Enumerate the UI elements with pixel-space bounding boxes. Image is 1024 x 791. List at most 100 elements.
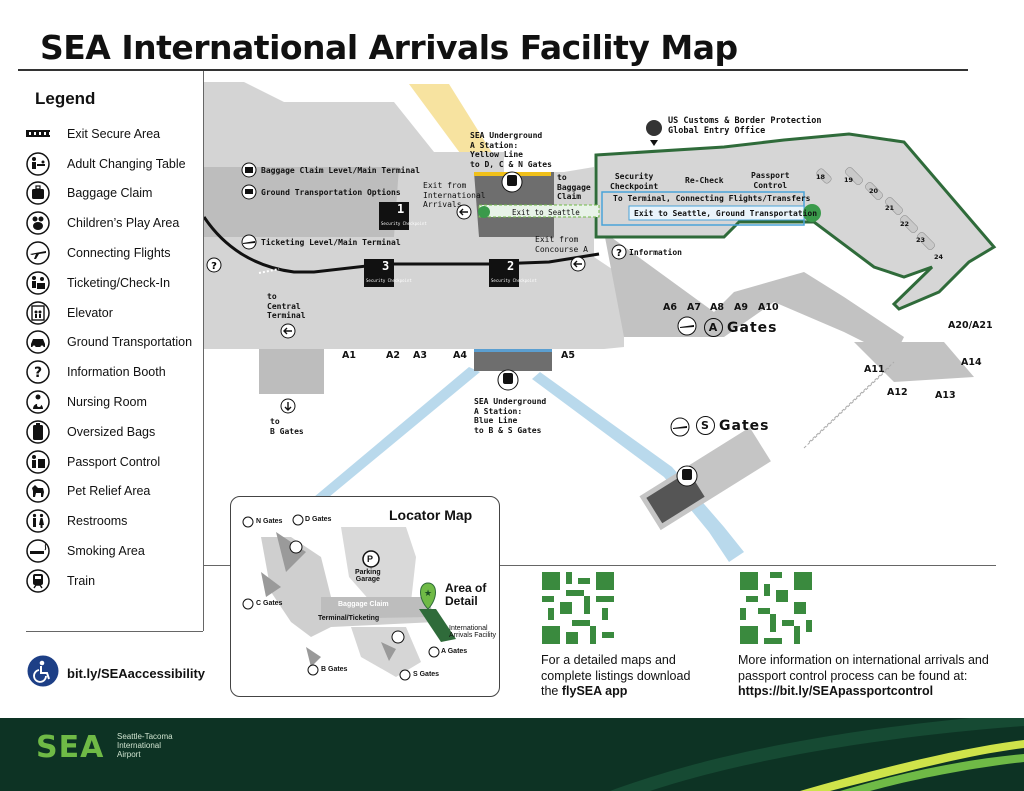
legend-label: Connecting Flights	[67, 246, 171, 261]
gate-a11: A11	[864, 364, 885, 375]
ground-transportation-icon	[26, 330, 50, 355]
locator-map: ★ Locator Map N Gates D Gates C Gates B …	[230, 496, 500, 697]
checkpoint-2-number: 2	[507, 259, 515, 273]
connecting-flights-icon	[399, 669, 411, 681]
sea-logo: SEA	[36, 730, 105, 765]
gate-a7: A7	[687, 302, 701, 313]
checkpoint-3-box	[364, 259, 394, 287]
train-icon	[26, 569, 50, 593]
legend-label: Baggage Claim	[67, 186, 153, 201]
information-icon: ?	[26, 360, 50, 385]
legend-label: Adult Changing Table	[67, 156, 186, 171]
childrens-play-area-icon	[26, 211, 50, 236]
checkpoint-1-caption: Security Checkpoint	[381, 221, 427, 226]
connecting-flights-icon	[292, 514, 304, 526]
exit-secure-area-marker	[258, 268, 280, 274]
gate-a5: A5	[561, 350, 575, 361]
exit-to-seattle-label: Exit to Seattle	[512, 208, 580, 217]
legend-item: Smoking Area	[26, 536, 192, 566]
legend-item: Elevator	[26, 298, 192, 328]
legend-item: Passport Control	[26, 447, 192, 477]
exit-marker	[803, 204, 821, 222]
smoking-area-icon	[26, 539, 50, 563]
legend-item: Baggage Claim	[26, 179, 192, 209]
legend-divider	[26, 631, 203, 632]
connecting-flights-icon	[241, 234, 257, 250]
information-label: Information	[629, 248, 682, 257]
connecting-flights-icon	[677, 316, 697, 336]
baggage-claim-icon	[241, 162, 257, 178]
passport-info-text: More information on international arriva…	[738, 653, 989, 698]
exit-secure-area-icon	[26, 122, 50, 146]
carousel-label: 23	[916, 236, 926, 244]
carousel-label: 22	[900, 220, 910, 228]
locator-b-gates: B Gates	[321, 666, 348, 673]
legend-label: Oversized Bags	[67, 424, 156, 439]
svg-text:?: ?	[616, 248, 622, 259]
connecting-flights-icon	[428, 646, 440, 658]
a-gates-label: A Gates	[704, 318, 777, 337]
legend-item: Nursing Room	[26, 387, 192, 417]
svg-text:?: ?	[34, 365, 42, 381]
exit-to-seattle-ground-label: Exit to Seattle, Ground Transportation	[634, 209, 818, 218]
baggage-carousels	[816, 167, 935, 250]
a20-ramp	[854, 342, 974, 382]
gate-a10: A10	[758, 302, 779, 313]
b-gates-connector	[259, 349, 324, 394]
flysea-qr-code[interactable]	[542, 572, 614, 644]
underground-a-station-bottom	[474, 349, 552, 371]
gate-a8: A8	[710, 302, 724, 313]
s-gates-label: S Gates	[696, 416, 769, 435]
facility-map: ? ? Baggage Claim Level/Main Terminal Gr…	[204, 72, 1000, 567]
legend-label: Train	[67, 573, 96, 588]
locator-title: Locator Map	[389, 507, 473, 523]
connecting-flights-icon	[242, 516, 254, 528]
connecting-flights-icon	[307, 664, 319, 676]
exit-arrow-icon	[456, 204, 472, 220]
carousel-label: 20	[869, 187, 879, 195]
baggage-level-label: Baggage Claim Level/Main Terminal	[261, 166, 420, 175]
ground-transport-label: Ground Transportation Options	[261, 188, 401, 197]
exit-arrow-icon	[280, 323, 296, 339]
gate-a12: A12	[887, 387, 908, 398]
carousel-label: 24	[934, 253, 944, 261]
legend-item: Adult Changing Table	[26, 149, 192, 179]
section-divider	[204, 565, 996, 566]
information-icon: ?	[611, 244, 627, 260]
ticketing-level-label: Ticketing Level/Main Terminal	[261, 238, 401, 247]
connecting-corridor	[601, 191, 805, 226]
passport-control-link[interactable]: https://bit.ly/SEApassportcontrol	[738, 684, 934, 698]
passport-control-icon	[26, 449, 50, 474]
locator-d-gates: D Gates	[305, 516, 332, 523]
legend-item: Children’s Play Area	[26, 208, 192, 238]
yellow-line-rail	[409, 84, 504, 172]
baggage-claim-icon	[26, 181, 50, 206]
accessibility-link[interactable]: bit.ly/SEAaccessibility	[27, 655, 205, 692]
gate-a20-a21: A20/A21	[948, 320, 993, 331]
a-gates-letter: A	[704, 318, 723, 337]
accessibility-link-label: bit.ly/SEAaccessibility	[67, 666, 206, 681]
passport-control-qr-code[interactable]	[740, 572, 812, 644]
wheelchair-icon	[27, 655, 59, 692]
train-icon	[676, 465, 698, 487]
gate-a1: A1	[342, 350, 356, 361]
title-divider	[18, 69, 968, 71]
nursing-room-icon	[26, 390, 50, 414]
locator-drawing: ★	[242, 514, 456, 681]
restrooms-icon	[26, 509, 50, 533]
legend-label: Smoking Area	[67, 544, 145, 559]
checkpoint-3-number: 3	[382, 259, 390, 273]
flysea-app-link[interactable]: flySEA app	[561, 684, 628, 698]
legend-label: Nursing Room	[67, 395, 147, 410]
exit-marker	[478, 206, 490, 218]
legend-panel: Legend Exit Secure Area Adult Changing T…	[0, 71, 204, 631]
legend-label: Restrooms	[67, 514, 128, 529]
page-title: SEA International Arrivals Facility Map	[40, 28, 738, 67]
